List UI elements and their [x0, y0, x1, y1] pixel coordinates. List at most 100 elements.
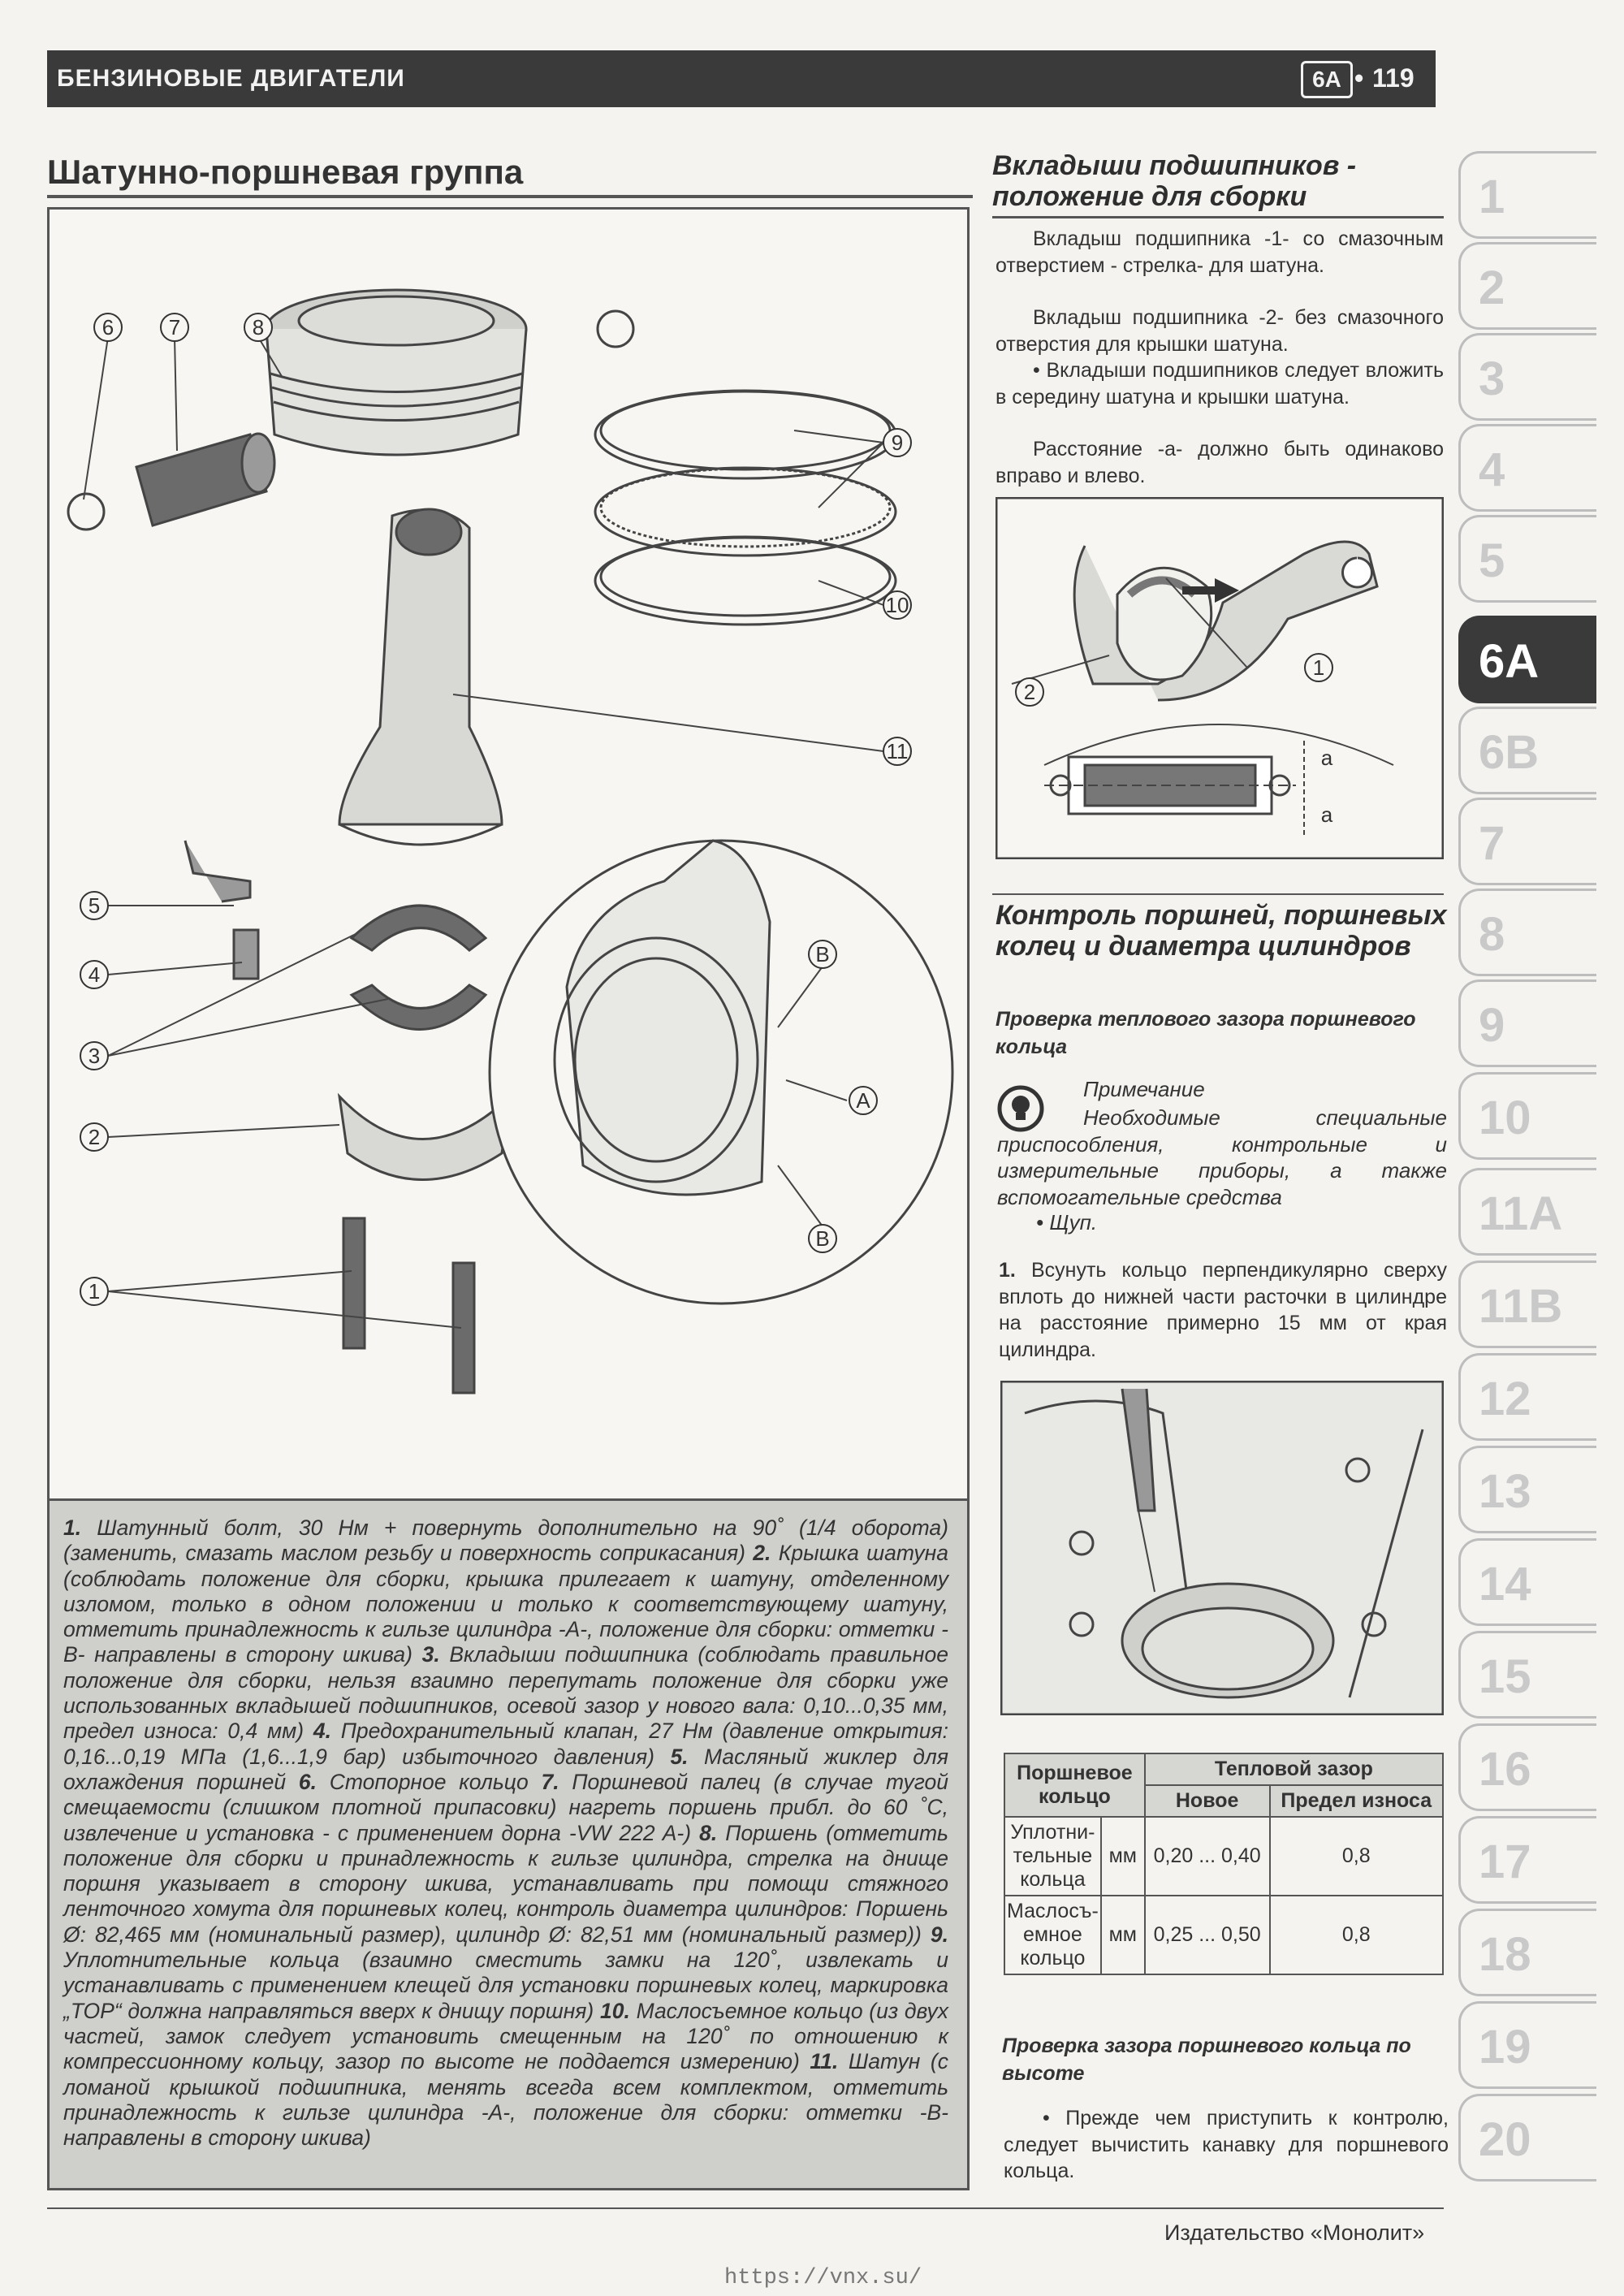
- svg-text:B: B: [815, 942, 829, 966]
- tab-7[interactable]: 7: [1458, 798, 1596, 885]
- callout-B-bottom: B: [808, 1224, 837, 1253]
- tab-19[interactable]: 19: [1458, 2001, 1596, 2089]
- callout-6: 6: [93, 313, 123, 342]
- ring-unit: мм: [1099, 1816, 1146, 1896]
- tab-8[interactable]: 8: [1458, 889, 1596, 976]
- connecting-rod-piston-exploded-view: 6 7 8 9 10 11 5 4 3 2 1 B A B: [67, 288, 954, 1394]
- callout-5: 5: [80, 891, 109, 920]
- bearing-shells-illustration: [349, 904, 488, 1031]
- caption-num-4: 4.: [313, 1719, 331, 1744]
- circlip-right: [596, 309, 635, 348]
- callout-B-top: B: [808, 940, 837, 969]
- thermal-gap-table: Поршневое кольцо Тепловой зазор Новое Пр…: [1004, 1753, 1445, 1975]
- callout-11: 11: [883, 737, 912, 766]
- tab-9[interactable]: 9: [1458, 979, 1596, 1067]
- ring-limit-value: 0,8: [1268, 1816, 1445, 1896]
- piston-illustration: [265, 288, 528, 456]
- bearing-paragraph-1: Вкладыш подшипника -1- со смазочным отве…: [996, 227, 1444, 277]
- tab-12[interactable]: 12: [1458, 1353, 1596, 1441]
- tab-18[interactable]: 18: [1458, 1909, 1596, 1996]
- distance-label-a-bottom: a: [1321, 802, 1333, 827]
- tab-5[interactable]: 5: [1458, 515, 1596, 603]
- tab-6a[interactable]: 6A: [1458, 616, 1596, 703]
- callout-1: 1: [80, 1277, 109, 1306]
- caption-num-1: 1.: [63, 1516, 82, 1540]
- callout-10: 10: [883, 590, 912, 620]
- tab-16[interactable]: 16: [1458, 1723, 1596, 1811]
- thermal-gap-subtitle: Проверка теплового зазора поршневого кол…: [996, 1008, 1416, 1058]
- footer-url[interactable]: https://vnx.su/: [724, 2266, 922, 2290]
- piston-rings-illustration: [594, 389, 897, 626]
- table-header-thermal-gap: Тепловой зазор: [1143, 1753, 1445, 1786]
- callout-2: 2: [80, 1122, 109, 1152]
- page-number: 119: [1372, 63, 1415, 93]
- caption-text-2: Крышка шатуна (соблюдать положение для с…: [63, 1541, 948, 1667]
- caption-text-4: Предохранительный клапан, 27 Нм (давлени…: [63, 1719, 948, 1769]
- caption-text-7: Поршневой палец (в случае тугой смещаемо…: [63, 1769, 948, 1845]
- tab-3[interactable]: 3: [1458, 333, 1596, 421]
- rod-bolt-left: [342, 1217, 366, 1350]
- tab-17[interactable]: 17: [1458, 1816, 1596, 1904]
- caption-text-3: Вкладыши подшипника (соблюдать правильно…: [63, 1642, 948, 1744]
- distance-label-a-top: a: [1321, 746, 1333, 770]
- section-rule: [47, 195, 973, 198]
- svg-text:2: 2: [89, 1125, 100, 1149]
- tab-15[interactable]: 15: [1458, 1631, 1596, 1719]
- note-heading: Примечание: [1083, 1077, 1205, 1101]
- tab-14[interactable]: 14: [1458, 1538, 1596, 1626]
- caption-text-9: Уплотнительные кольца (взаимно сместить …: [63, 1948, 948, 2023]
- caption-num-9: 9.: [930, 1922, 948, 1947]
- ring-unit: мм: [1099, 1895, 1146, 1975]
- section-title: Шатунно-поршневая группа: [47, 153, 524, 191]
- rod-cap-illustration: [337, 1092, 512, 1181]
- height-gap-text: • Прежде чем приступить к контролю, след…: [1004, 2107, 1449, 2182]
- callout-8: 8: [244, 313, 273, 342]
- tab-10[interactable]: 10: [1458, 1072, 1596, 1160]
- tab-20[interactable]: 20: [1458, 2094, 1596, 2181]
- tab-6b[interactable]: 6B: [1458, 707, 1596, 794]
- caption-text-8: Поршень (отметить положение для сборки и…: [63, 1820, 948, 1947]
- oil-jet-illustration: [184, 840, 252, 903]
- ring-new-value: 0,25 ... 0,50: [1143, 1895, 1271, 1975]
- figure-caption: 1. Шатунный болт, 30 Нм + повернуть допо…: [63, 1516, 948, 2151]
- svg-text:1: 1: [89, 1279, 100, 1304]
- caption-num-2: 2.: [753, 1541, 771, 1566]
- svg-text:B: B: [815, 1226, 829, 1251]
- step-1-text: Всунуть кольцо перпендикулярно сверху вп…: [999, 1259, 1447, 1361]
- footer-publisher: Издательство «Монолит»: [1164, 2220, 1425, 2245]
- page-header-bar: [47, 50, 1436, 107]
- caption-num-10: 10.: [600, 1998, 630, 2023]
- tab-2[interactable]: 2: [1458, 242, 1596, 330]
- caption-text-11: Шатун (с ломаной крышкой подшипника, мен…: [63, 2049, 948, 2151]
- note-item-feeler-gauge: • Щуп.: [1036, 1210, 1098, 1234]
- caption-box: [47, 1498, 970, 2190]
- height-gap-subtitle: Проверка зазора поршневого кольца по выс…: [1002, 2034, 1411, 2085]
- caption-num-8: 8.: [699, 1820, 718, 1845]
- svg-text:6: 6: [102, 315, 114, 339]
- svg-text:7: 7: [169, 315, 180, 339]
- svg-text:A: A: [856, 1088, 870, 1113]
- svg-text:2: 2: [1024, 680, 1035, 704]
- piston-pin-illustration: [135, 432, 276, 527]
- note-text: Необходимые специальные приспособления, …: [997, 1105, 1447, 1209]
- caption-text-1: Шатунный болт, 30 Нм + повернуть дополни…: [63, 1516, 948, 1566]
- tab-4[interactable]: 4: [1458, 424, 1596, 512]
- svg-text:3: 3: [89, 1044, 100, 1068]
- detail-circle: [488, 839, 954, 1305]
- caption-text-6: Стопорное кольцо: [316, 1769, 542, 1794]
- tab-11a[interactable]: 11A: [1458, 1168, 1596, 1256]
- table-header-new: Новое: [1143, 1784, 1271, 1818]
- tab-11b[interactable]: 11B: [1458, 1260, 1596, 1348]
- caption-num-11: 11.: [810, 2049, 839, 2074]
- caption-num-7: 7.: [541, 1769, 559, 1794]
- caption-text-10: Маслосъемное кольцо (из двух частей, зам…: [63, 1998, 948, 2074]
- caption-text-5: Масляный жиклер для охлаждения поршней: [63, 1744, 948, 1794]
- bearing-paragraph-2: Вкладыш подшипника -2- без смазочного от…: [996, 306, 1444, 356]
- tab-13[interactable]: 13: [1458, 1446, 1596, 1533]
- connecting-rod-illustration: [338, 508, 503, 846]
- callout-A: A: [849, 1086, 878, 1115]
- caption-num-3: 3.: [421, 1642, 440, 1667]
- bearing-title: Вкладыши подшипников - положение для сбо…: [992, 150, 1357, 212]
- tab-1[interactable]: 1: [1458, 151, 1596, 239]
- bearing-paragraph-3: • Вкладыши подшипников следует вложить в…: [996, 359, 1444, 409]
